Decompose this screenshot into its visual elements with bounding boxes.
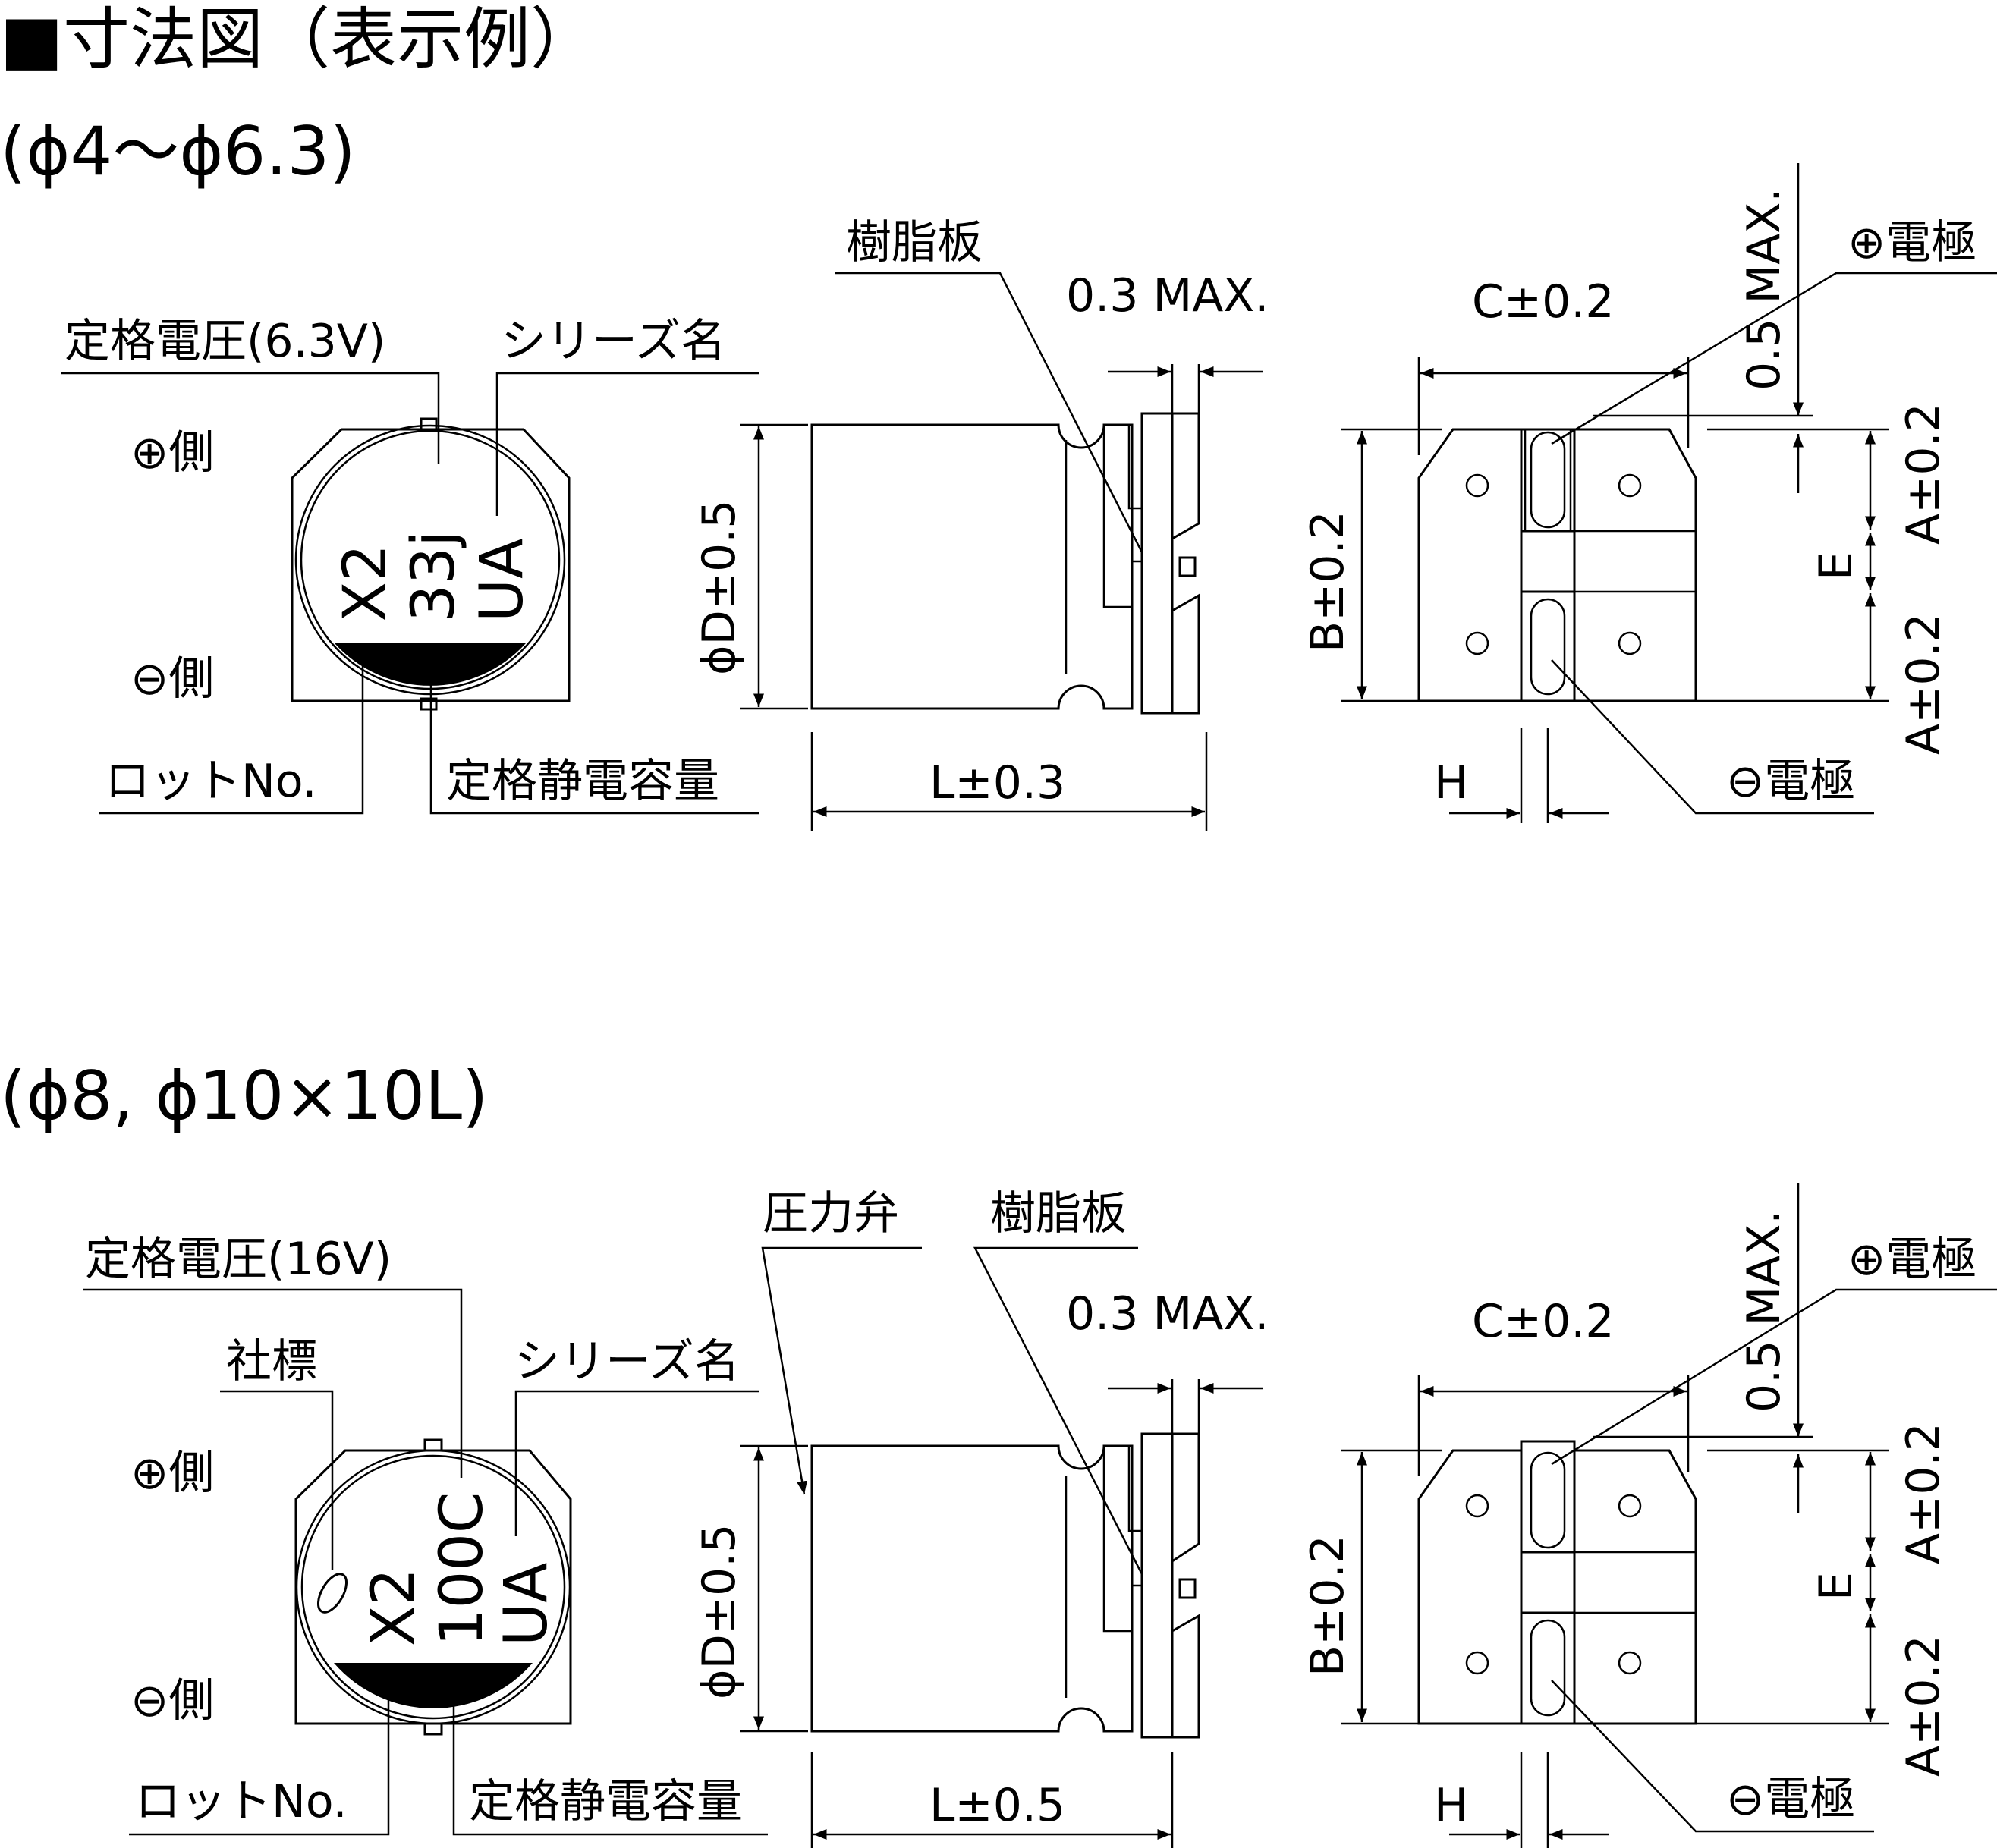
bottom-heading: (ϕ8, ϕ10×10L) (0, 1057, 488, 1135)
top-view-marking: X2 33j UA ⊕側 ⊖側 定格電圧(6.3V) シリーズ名 ロットNo. … (61, 315, 759, 815)
e-dim-label: E (1810, 552, 1863, 580)
bottom-view-2: C±0.2 B±0.2 H 0.5 MAX. (1301, 1183, 1997, 1848)
base-plate-outline (291, 428, 571, 702)
plus-electrode (1520, 428, 1576, 533)
capacitance-label-b: 定格静電容量 (469, 1775, 742, 1828)
lot-no-label-b: ロットNo. (135, 1775, 348, 1828)
minus-electrode (1520, 590, 1576, 702)
max-05-label-b: 0.5 MAX. (1738, 1210, 1791, 1413)
c-dim-label-b: C±0.2 (1472, 1295, 1615, 1348)
series-name-label-b: シリーズ名 (514, 1335, 740, 1388)
plus-electrode-label: ⊕電極 (1848, 216, 1977, 269)
lot-no-label: ロットNo. (105, 755, 317, 808)
capacitance-label: 定格静電容量 (446, 755, 719, 808)
bottom-section: (ϕ8, ϕ10×10L) X2 100C UA ⊕側 ⊖側 定格電圧(16V)… (0, 1057, 1997, 1848)
marking-text-3-b: UA (492, 1563, 561, 1646)
dia-label: ϕD±0.5 (693, 500, 746, 675)
marking-text-1: X2 (332, 544, 400, 622)
max-03-label-b: 0.3 MAX. (1066, 1287, 1269, 1340)
page-title: ■寸法図（表示例） (0, 0, 597, 78)
plus-electrode-label-b: ⊕電極 (1848, 1233, 1977, 1286)
h-dim-label-b: H (1434, 1779, 1468, 1832)
top-section: (ϕ4〜ϕ6.3) X2 33j UA ⊕側 ⊖側 定格電圧(6.3V) シリー… (0, 112, 1997, 831)
top-heading: (ϕ4〜ϕ6.3) (0, 112, 356, 190)
h-dim-label: H (1434, 756, 1468, 809)
company-mark-logo (316, 1573, 348, 1614)
plus-side-label-b: ⊕側 (131, 1447, 214, 1500)
max-05-label: 0.5 MAX. (1738, 188, 1791, 391)
minus-electrode-label-b: ⊖電極 (1726, 1773, 1855, 1826)
marking-text-3: UA (468, 539, 536, 622)
rated-voltage-label: 定格電圧(6.3V) (64, 315, 385, 368)
resin-plate-label-b: 樹脂板 (990, 1187, 1127, 1240)
minus-electrode-label: ⊖電極 (1726, 755, 1855, 808)
company-mark-label: 社標 (226, 1335, 317, 1388)
plus-side-label: ⊕側 (131, 426, 214, 479)
plus-tab (420, 417, 438, 431)
a-dim-label-1: A±0.2 (1897, 403, 1950, 545)
resin-plate (1171, 412, 1200, 541)
marking-text-2-b: 100C (428, 1492, 496, 1646)
minus-side-label: ⊖側 (131, 652, 214, 706)
pressure-valve-label: 圧力弁 (763, 1187, 899, 1240)
minus-side-label-b: ⊖側 (131, 1674, 214, 1727)
top-view-marking-2: X2 100C UA ⊕側 ⊖側 定格電圧(16V) 社標 シリーズ名 ロットN… (83, 1233, 768, 1836)
b-dim-label: B±0.2 (1301, 511, 1354, 652)
length-label-b: L±0.5 (929, 1779, 1065, 1832)
rated-voltage-label-b: 定格電圧(16V) (85, 1233, 392, 1286)
side-view-2: 圧力弁 樹脂板 0.3 MAX. ϕD±0.5 L±0.5 (693, 1187, 1269, 1848)
length-label: L±0.3 (929, 756, 1065, 809)
a-dim-label-1-b: A±0.2 (1897, 1422, 1950, 1564)
side-view: 樹脂板 0.3 MAX. ϕD±0.5 L±0.3 (693, 216, 1269, 831)
gap-band (1520, 530, 1576, 593)
c-dim-label: C±0.2 (1472, 275, 1615, 328)
a-dim-label-2: A±0.2 (1897, 613, 1950, 755)
resin-plate-label: 樹脂板 (846, 216, 983, 269)
marking-text-1-b: X2 (360, 1568, 428, 1646)
b-dim-label-b: B±0.2 (1301, 1535, 1354, 1677)
e-dim-label-b: E (1810, 1572, 1863, 1601)
bottom-view: C±0.2 B±0.2 H 0.5 MAX. (1301, 163, 1997, 823)
dia-label-b: ϕD±0.5 (693, 1524, 746, 1699)
a-dim-label-2-b: A±0.2 (1897, 1635, 1950, 1777)
series-name-label: シリーズ名 (501, 315, 726, 368)
can-body (810, 423, 1134, 710)
marking-text-2: 33j (400, 530, 468, 622)
max-03-label: 0.3 MAX. (1066, 269, 1269, 322)
